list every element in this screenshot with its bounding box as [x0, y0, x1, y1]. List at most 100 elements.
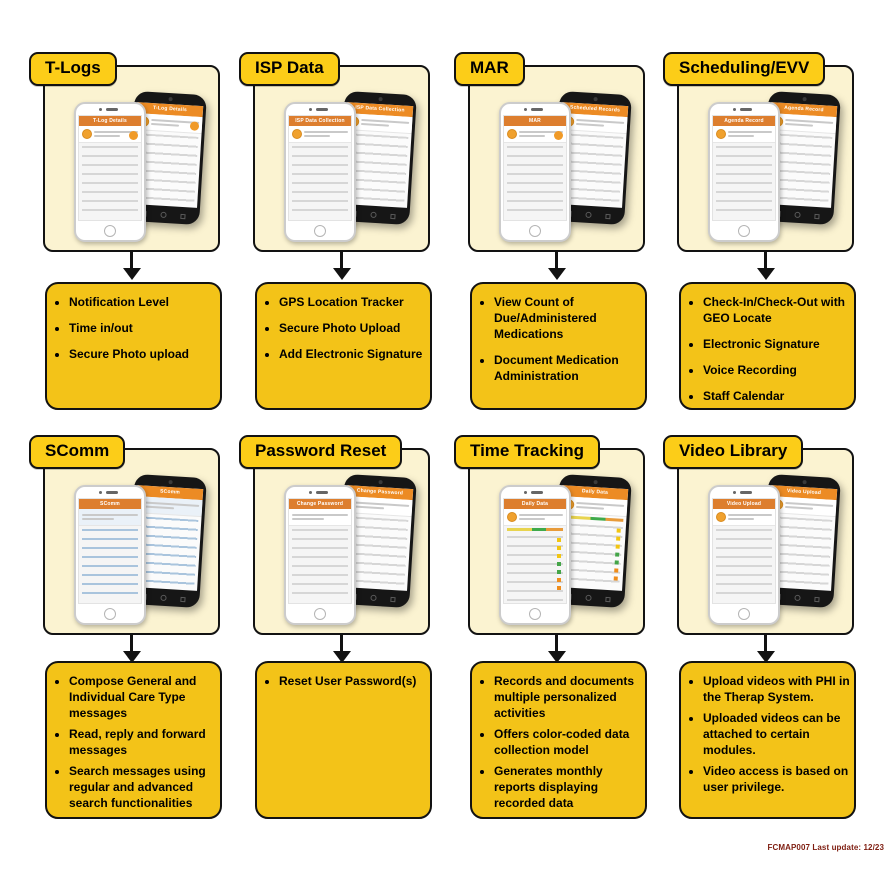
iphone-screen-title: MAR: [504, 116, 566, 126]
field-lines: [139, 499, 200, 513]
bullet-item: Read, reply and forward messages: [69, 727, 217, 759]
flow-arrow: [468, 634, 645, 665]
arrow-head: [332, 651, 351, 663]
recents-icon: [390, 596, 396, 602]
iphone-home-button: [314, 225, 326, 237]
iphone-speaker: [316, 108, 328, 111]
android-camera-dot: [802, 479, 807, 485]
iphone-speaker: [106, 491, 118, 494]
module-isp-data: ISP Data Collection ISP Data Collection …: [239, 52, 435, 435]
module-tab: Scheduling/EVV: [663, 52, 826, 86]
arrow-line: [130, 251, 133, 270]
iphone-mockup: Daily Data: [499, 485, 571, 625]
iphone-mockup: MAR: [499, 102, 571, 242]
arrow-line: [764, 634, 767, 653]
screen-content-lines: [292, 146, 348, 218]
flow-arrow: [253, 634, 430, 665]
android-camera-dot: [378, 96, 383, 102]
profile-text-lines: [575, 117, 625, 130]
module-video-library: Video Upload Video Upload Video Library …: [663, 435, 859, 819]
bullet-item: Secure Photo Upload: [279, 321, 427, 337]
feature-bullets: View Count of Due/Administered Medicatio…: [470, 282, 647, 410]
color-coded-bar: [507, 528, 563, 531]
module-scomm: SComm SComm SComm Compose General and In…: [29, 435, 225, 819]
profile-text-lines: [519, 129, 563, 139]
iphone-screen-title: Daily Data: [504, 499, 566, 509]
module-tab-label: Video Library: [679, 441, 788, 460]
iphone-screen: Daily Data: [503, 498, 567, 604]
time-rows: [507, 536, 563, 601]
avatar: [716, 129, 726, 139]
iphone-screen: SComm: [78, 498, 142, 604]
bullet-item: Check-In/Check-Out with GEO Locate: [703, 295, 851, 327]
iphone-home-button: [314, 608, 326, 620]
screens-panel: SComm SComm: [43, 448, 220, 635]
iphone-mockup: SComm: [74, 485, 146, 625]
profile-text-lines: [784, 117, 834, 130]
iphone-screen: T-Log Details: [78, 115, 142, 221]
android-camera-dot: [593, 479, 598, 485]
screens-panel: T-Log Details T-Log Details: [43, 65, 220, 252]
video-text-lines: [728, 512, 772, 522]
module-scheduling-evv: Agenda Record Agenda Record Scheduling/E…: [663, 52, 859, 435]
bullet-item: Upload videos with PHI in the Therap Sys…: [703, 674, 851, 706]
android-camera-dot: [378, 479, 383, 485]
profile-text-lines: [304, 129, 348, 139]
iphone-screen-title: Video Upload: [713, 499, 775, 509]
profile-card: [79, 126, 141, 143]
video-text-lines: [784, 500, 834, 513]
screen-content-lines: [716, 146, 772, 218]
flow-arrow: [468, 251, 645, 282]
flow-arrow: [253, 251, 430, 282]
iphone-mockup: Video Upload: [708, 485, 780, 625]
video-card: [713, 509, 775, 526]
iphone-speaker: [106, 108, 118, 111]
bullet-list: GPS Location Tracker Secure Photo Upload…: [262, 295, 427, 363]
bullet-item: Video access is based on user privilege.: [703, 764, 851, 796]
iphone-home-button: [529, 608, 541, 620]
iphone-screen-title: Change Password: [289, 499, 351, 509]
iphone-screen: Video Upload: [712, 498, 776, 604]
screen-content-lines: [716, 529, 772, 601]
profile-card: [504, 509, 566, 526]
feature-bullets: GPS Location Tracker Secure Photo Upload…: [255, 282, 432, 410]
screen-content-lines: [82, 146, 138, 218]
iphone-home-button: [529, 225, 541, 237]
action-button: [129, 131, 138, 140]
module-tab-label: Password Reset: [255, 441, 387, 460]
iphone-camera-dot: [733, 108, 736, 111]
recents-icon: [390, 213, 396, 219]
iphone-camera-dot: [309, 491, 312, 494]
module-tab-label: Time Tracking: [470, 441, 585, 460]
bullet-item: Offers color-coded data collection model: [494, 727, 642, 759]
android-camera-dot: [168, 96, 173, 102]
bullet-item: Add Electronic Signature: [279, 347, 427, 363]
module-tab-label: SComm: [45, 441, 110, 460]
bullet-item: Notification Level: [69, 295, 217, 311]
profile-text-lines: [94, 129, 138, 139]
home-icon: [160, 594, 167, 602]
mailbox-menu: [79, 509, 141, 526]
arrow-line: [340, 634, 343, 653]
recents-icon: [605, 596, 611, 602]
form-fields: [289, 509, 351, 526]
bullet-list: Reset User Password(s): [262, 674, 427, 690]
iphone-home-button: [104, 225, 116, 237]
iphone-speaker: [316, 491, 328, 494]
arrow-head: [122, 651, 141, 663]
screens-panel: Video Upload Video Upload: [677, 448, 854, 635]
menu-lines: [82, 512, 138, 522]
arrow-head: [756, 268, 775, 280]
bullet-item: Staff Calendar: [703, 389, 851, 405]
flow-arrow: [677, 634, 854, 665]
iphone-camera-dot: [524, 108, 527, 111]
screens-panel: ISP Data Collection ISP Data Collection: [253, 65, 430, 252]
android-camera-dot: [168, 479, 173, 485]
flow-arrow: [43, 251, 220, 282]
action-button: [554, 131, 563, 140]
iphone-speaker: [740, 108, 752, 111]
recents-icon: [180, 596, 186, 602]
field-lines: [349, 499, 410, 513]
bullet-item: Records and documents multiple personali…: [494, 674, 642, 722]
arrow-line: [555, 634, 558, 653]
